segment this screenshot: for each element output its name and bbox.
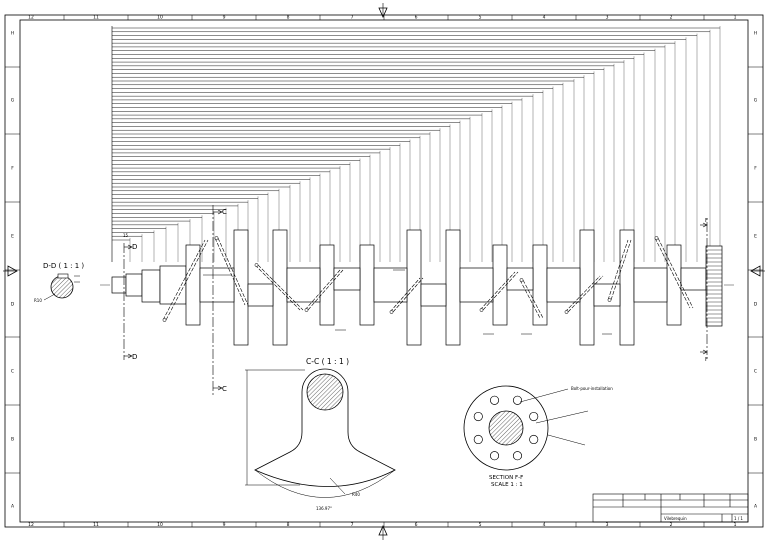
view-cc: [245, 368, 396, 498]
zone-col-bottom-2: 2: [670, 522, 673, 528]
zone-col-bottom-4: 4: [543, 522, 546, 528]
view-dd-title: D-D ( 1 : 1 ): [43, 262, 84, 270]
crankshaft-webs: [185, 229, 707, 346]
bolt-hole: [489, 451, 500, 461]
zone-row-right-F: F: [754, 166, 757, 172]
section-ff-title: SECTION F-F: [489, 475, 523, 481]
view-cc-title: C-C ( 1 : 1 ): [306, 357, 349, 366]
zone-col-top-3: 3: [606, 15, 609, 21]
zone-row-left-H: H: [11, 31, 14, 37]
zone-col-top-6: 6: [415, 15, 418, 21]
bolt-hole: [512, 451, 523, 461]
flange: [705, 245, 723, 327]
bolt-hole: [529, 411, 539, 422]
section-line-c: [212, 205, 223, 395]
zone-col-bottom-8: 8: [287, 522, 290, 528]
view-cc-radius: R40: [352, 492, 360, 497]
section-ff-scale: SCALE 1 : 1: [491, 482, 523, 488]
zone-col-top-1: 1: [734, 15, 737, 21]
zone-row-left-E: E: [11, 234, 14, 240]
zone-col-bottom-11: 11: [93, 522, 99, 528]
cut-label-f-top: F: [705, 218, 708, 224]
zone-col-top-12: 12: [28, 15, 34, 21]
bolt-hole: [529, 434, 539, 445]
zone-row-right-H: H: [754, 31, 757, 37]
bolt-hole: [512, 395, 523, 405]
zone-row-left-C: C: [11, 369, 14, 375]
cut-label-f-bottom: F: [705, 357, 708, 363]
zone-col-bottom-5: 5: [479, 522, 482, 528]
zone-col-bottom-9: 9: [223, 522, 226, 528]
dimension-ladder: [111, 26, 721, 262]
zone-row-right-G: G: [754, 98, 758, 104]
pin-dimension-marks: [203, 269, 612, 335]
cut-label-d-bottom: D: [132, 353, 137, 361]
zone-col-top-7: 7: [351, 15, 354, 21]
title-block: [592, 493, 749, 523]
bolt-hole: [473, 411, 483, 422]
bolt-hole: [473, 434, 483, 445]
first-step-dimension: 15: [123, 233, 129, 238]
zone-row-right-A: A: [754, 504, 758, 510]
zone-col-bottom-10: 10: [157, 522, 163, 528]
zone-row-left-G: G: [11, 98, 15, 104]
cut-label-d-top: D: [132, 243, 137, 251]
zone-col-top-9: 9: [223, 15, 226, 21]
zone-col-top-5: 5: [479, 15, 482, 21]
zone-col-top-10: 10: [157, 15, 163, 21]
zone-col-top-4: 4: [543, 15, 546, 21]
zone-row-right-E: E: [754, 234, 757, 240]
cut-label-c-top: C: [222, 208, 227, 216]
zone-row-right-D: D: [754, 302, 758, 308]
zone-col-bottom-7: 7: [351, 522, 354, 528]
bolt-hole: [489, 395, 500, 405]
section-line-f: [700, 222, 708, 355]
zone-row-right-B: B: [754, 437, 757, 443]
zone-col-top-8: 8: [287, 15, 290, 21]
zone-row-right-C: C: [754, 369, 757, 375]
zone-row-left-A: A: [11, 504, 15, 510]
cut-label-c-bottom: C: [222, 385, 227, 393]
view-cc-angle: 136.97°: [316, 506, 332, 511]
zone-col-bottom-1: 1: [734, 522, 737, 528]
zone-col-bottom-6: 6: [415, 522, 418, 528]
zone-row-left-D: D: [11, 302, 15, 308]
zone-col-top-11: 11: [93, 15, 99, 21]
zone-row-left-B: B: [11, 437, 14, 443]
oil-passages: [162, 236, 694, 322]
zone-col-bottom-3: 3: [606, 522, 609, 528]
sheet-ratio: 1 / 1: [734, 516, 743, 521]
hole-note: Bolt-pour-installation: [571, 386, 613, 391]
zone-row-left-F: F: [11, 166, 14, 172]
part-name: Vilebrequin: [664, 516, 687, 521]
section-line-d: [123, 243, 133, 360]
view-dd-radius: R10: [34, 298, 42, 303]
section-ff-view: [463, 385, 589, 471]
view-dd: [43, 273, 80, 301]
zone-col-top-2: 2: [670, 15, 673, 21]
zone-col-bottom-12: 12: [28, 522, 34, 528]
